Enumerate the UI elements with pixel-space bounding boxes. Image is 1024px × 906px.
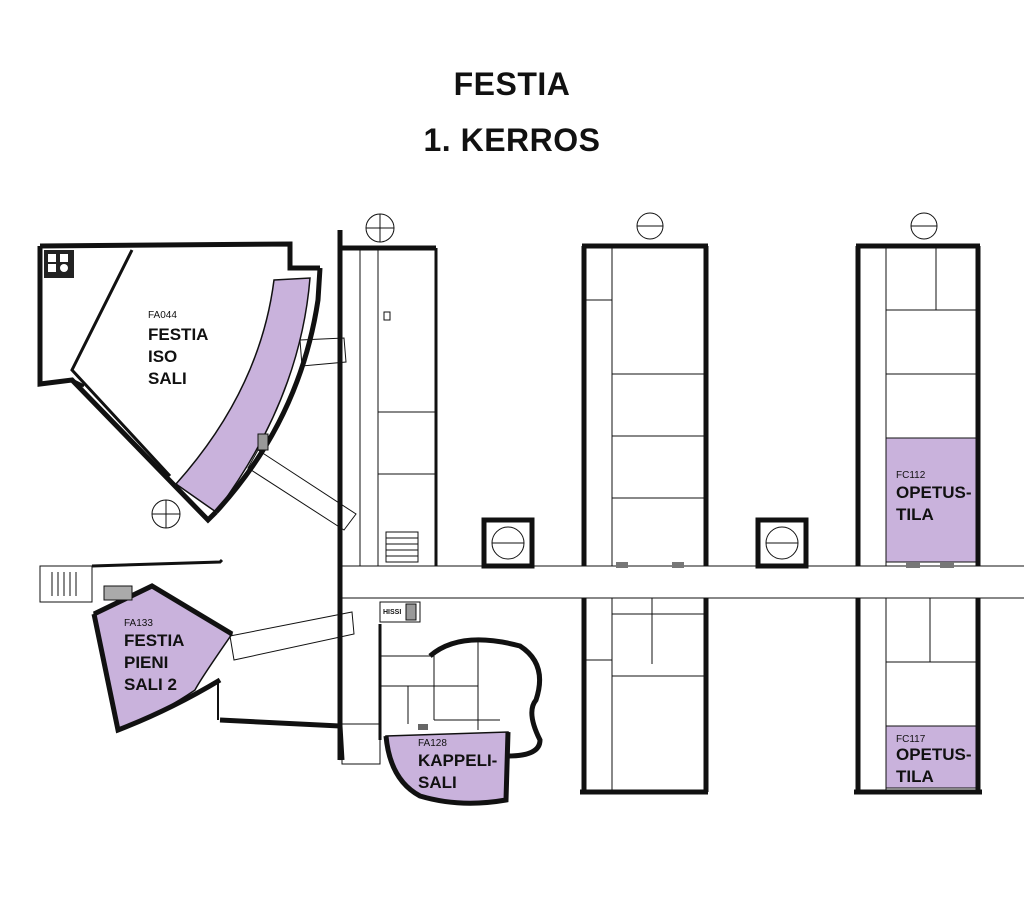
wing-c [854, 212, 982, 795]
elevator-label: HISSI [383, 609, 401, 616]
room-name-line: OPETUS- [896, 483, 972, 502]
label-fa133: FA133 FESTIA PIENI SALI 2 [124, 618, 184, 694]
room-code: FC112 [896, 470, 926, 481]
wing-b [580, 212, 709, 795]
room-code: FA128 [418, 738, 447, 749]
floor-title: 1. KERROS [423, 122, 601, 158]
room-name-line: SALI [418, 773, 457, 792]
label-fa044: FA044 FESTIA ISO SALI [148, 310, 208, 388]
room-name-line: PIENI [124, 653, 168, 672]
room-code: FC117 [896, 734, 926, 745]
room-name-line: KAPPELI- [418, 751, 497, 770]
label-fc117: FC117 OPETUS- TILA [896, 734, 972, 786]
room-code: FA044 [148, 310, 177, 321]
room-name-line: SALI 2 [124, 675, 177, 694]
map-title: FESTIA [453, 66, 571, 102]
room-fc112-fill [885, 437, 977, 563]
room-name-line: TILA [896, 505, 934, 524]
room-name-line: FESTIA [124, 631, 184, 650]
room-name-line: SALI [148, 369, 187, 388]
room-name-line: FESTIA [148, 325, 208, 344]
stair-tower-a [481, 517, 535, 569]
room-name-line: OPETUS- [896, 745, 972, 764]
west-wing [37, 241, 357, 531]
stair-tower-b [755, 517, 809, 569]
room-name-line: TILA [896, 767, 934, 786]
label-fa128: FA128 KAPPELI- SALI [418, 738, 497, 792]
room-code: FA133 [124, 618, 153, 629]
label-fc112: FC112 OPETUS- TILA [896, 470, 972, 524]
room-name-line: ISO [148, 347, 177, 366]
room-fc117-fill [885, 725, 977, 789]
